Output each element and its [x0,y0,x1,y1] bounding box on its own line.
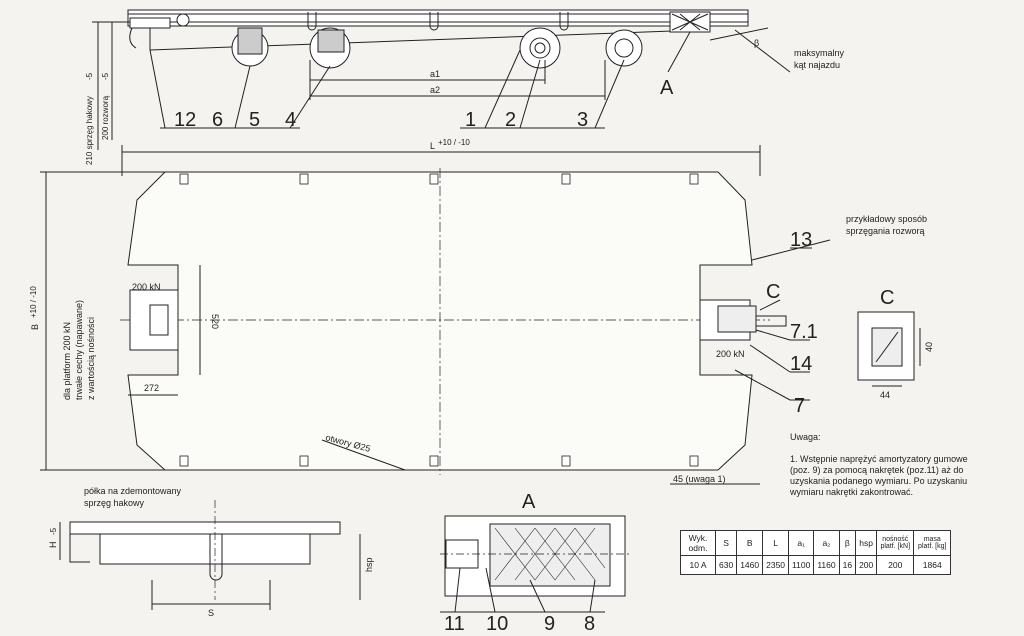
callout-7: 7 [794,395,805,417]
side-dim-210-tol: -5 [85,72,94,80]
callout-3: 3 [577,109,588,131]
callout-14: 14 [790,353,812,375]
dim-hsp: hsp [364,557,374,572]
dim-H: H [48,542,58,549]
coupling-note-line2: sprzęgania rozworą [846,226,925,236]
capacity-left: 200 kN [132,282,161,292]
spec-cell: 1100 [788,555,815,575]
callout-5: 5 [249,109,260,131]
spec-cell: 1460 [736,555,764,575]
spec-header-cell: L [762,530,790,556]
spec-table-header: Wyk. odm. S B L a₁ a₂ β hsp nośność plat… [680,530,952,556]
dim-B: B [30,324,40,330]
spec-table: Wyk. odm. S B L a₁ a₂ β hsp nośność plat… [680,530,952,575]
coupling-note-line1: przykładowy sposób [846,214,927,224]
callout-11: 11 [444,613,465,635]
dim-L: L [430,141,435,151]
detail-c-title: C [880,287,894,309]
detail-a-title: A [522,491,536,513]
spec-header-cell: B [736,530,764,556]
callout-2: 2 [505,109,516,131]
top-note-line2: kąt najazdu [794,60,840,70]
side-dim-200-tol: -5 [101,72,110,80]
left-note-1: dla platform 200 kN [62,322,72,400]
detail-a [440,515,630,613]
callout-6: 6 [212,109,223,131]
spec-header-cell: nośność platf. [kN] [876,530,915,556]
front-view [59,500,361,610]
spec-cell: 200 [855,555,878,575]
detail-c-height: 40 [924,342,934,352]
spec-cell: 16 [838,555,857,575]
spec-cell: 10 A [680,555,716,575]
section-c-marker: C [766,281,780,303]
dim-B-tol: +10 / -10 [29,286,38,318]
spec-cell: 630 [714,555,738,575]
dim-H-tol: -5 [49,527,58,535]
detail-c [857,311,921,387]
dim-a1: a1 [430,69,440,79]
dim-a2: a2 [430,85,440,95]
callout-9: 9 [544,613,555,635]
spec-header-cell: a₂ [813,530,840,556]
callout-12: 12 [174,109,196,131]
side-dim-210: 210 sprzęg hakowy [85,96,94,165]
left-note-2: trwałe cechy (napawane) [74,300,84,400]
spec-cell: 2350 [762,555,790,575]
spec-table-row: 10 A 630 1460 2350 1100 1160 16 200 200 … [680,555,952,575]
side-dim-200: 200 rozworą [101,95,110,140]
capacity-right: 200 kN [716,349,745,359]
spec-header-cell: β [838,530,857,556]
spec-header-cell: hsp [855,530,878,556]
spec-cell: 200 [876,555,915,575]
spec-header-cell: masa platf. [kg] [913,530,952,556]
beta-label: β [754,38,759,48]
callout-4: 4 [285,109,296,131]
dim-45: 45 (uwaga 1) [673,474,726,484]
section-a-marker: A [660,77,674,99]
callout-10: 10 [486,613,508,635]
spec-cell: 1160 [813,555,840,575]
notes-title: Uwaga: [790,432,821,442]
plan-view [40,145,831,485]
dim-520: 520 [210,314,220,329]
dim-L-tol: +10 / -10 [438,138,470,147]
spec-cell: 1864 [913,555,952,575]
callout-7-1: 7.1 [790,321,818,343]
callout-8: 8 [584,613,595,635]
notes-item-1: 1. Wstępnie naprężyć amortyzatory gumowe… [790,454,968,497]
spec-header-cell: a₁ [788,530,815,556]
callout-1: 1 [465,109,476,131]
top-note-line1: maksymalny [794,48,845,58]
dim-272: 272 [144,383,159,393]
dim-S: S [208,608,214,618]
shelf-note-line2: sprzęg hakowy [84,498,145,508]
spec-header-cell: Wyk. odm. [680,530,716,556]
side-view [92,9,791,150]
callout-13: 13 [790,229,812,251]
left-note-3: z wartością nośności [86,317,96,400]
spec-header-cell: S [714,530,738,556]
detail-c-width: 44 [880,390,890,400]
shelf-note-line1: półka na zdemontowany [84,486,182,496]
